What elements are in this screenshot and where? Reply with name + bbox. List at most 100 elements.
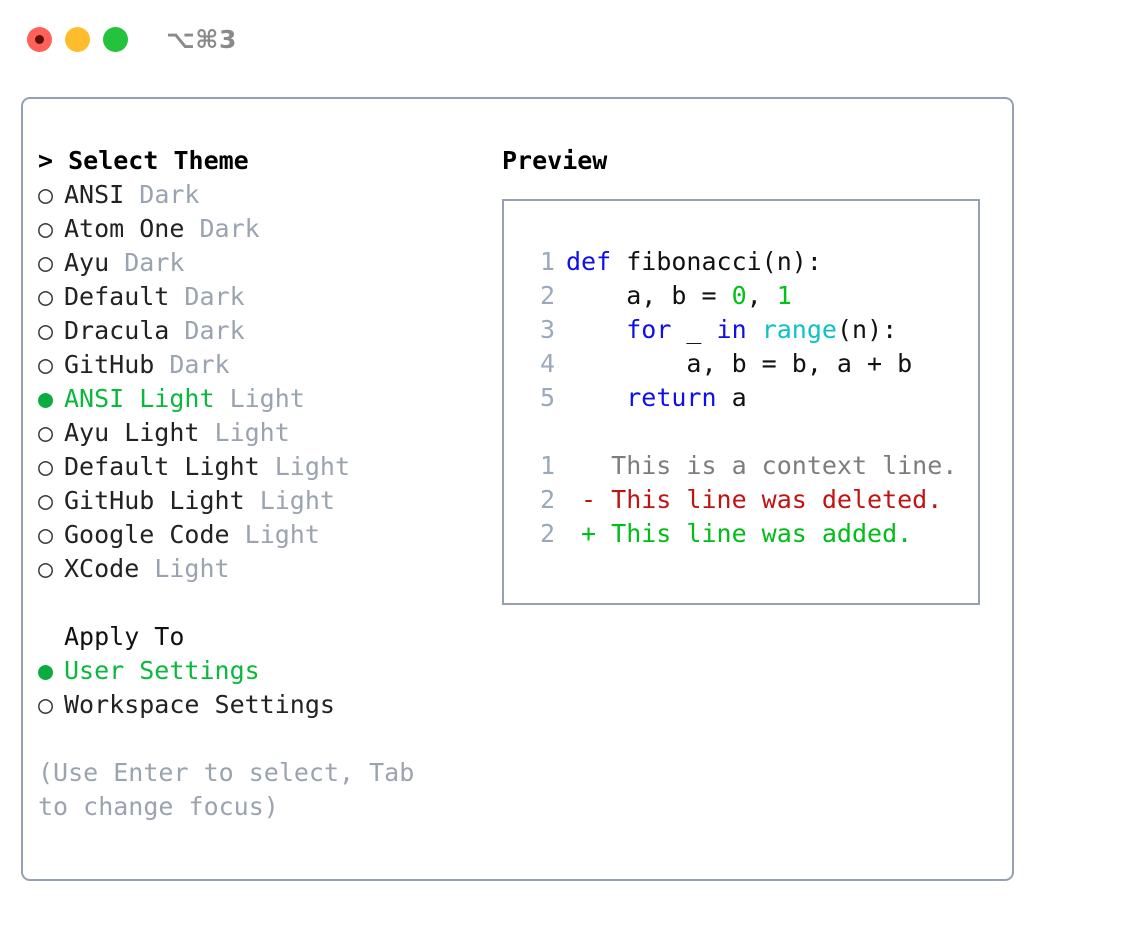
panel-body: > Select Theme ○ANSI Dark○Atom One Dark○… — [23, 99, 1012, 879]
diff-line-text: + This line was added. — [566, 519, 913, 548]
theme-name-label: Default Light — [64, 452, 260, 481]
theme-kind-label: Light — [244, 520, 320, 549]
theme-list-item[interactable]: ○ Atom One Dark — [38, 212, 488, 246]
theme-list-item[interactable]: ○ Ayu Dark — [38, 246, 488, 280]
theme-kind-label: Dark — [199, 214, 260, 243]
line-number: 4 — [539, 349, 555, 378]
radio-unselected-icon: ○ — [38, 554, 54, 583]
theme-list-item[interactable]: ○GitHub Light Light — [38, 484, 488, 518]
code-token: 0 — [731, 281, 747, 310]
apply-to-label: Workspace Settings — [64, 690, 335, 719]
titlebar: ⌥⌘3 — [0, 0, 1140, 78]
radio-unselected-icon: ○ — [38, 520, 54, 549]
traffic-light-group — [27, 26, 128, 52]
theme-name-label: Dracula — [64, 316, 170, 345]
apply-to-label: User Settings — [64, 656, 260, 685]
radio-unselected-icon: ○ — [38, 316, 54, 345]
diff-line: 2 - This line was deleted. — [504, 483, 978, 517]
code-token: a, b = b, a + b — [566, 349, 913, 378]
code-token: _ — [671, 315, 717, 344]
theme-name-label: ANSI Light — [64, 384, 215, 413]
radio-unselected-icon: ○ — [38, 418, 54, 447]
diff-sample: 1 This is a context line.2 - This line w… — [504, 449, 978, 551]
keyboard-hint-text: (Use Enter to select, Tab to change focu… — [38, 758, 430, 821]
theme-name-label: Google Code — [64, 520, 230, 549]
theme-name-label: GitHub Light — [64, 486, 245, 515]
minimize-window-button[interactable] — [65, 26, 90, 52]
main-panel: > Select Theme ○ANSI Dark○Atom One Dark○… — [21, 97, 1014, 881]
code-line: 2 a, b = 0, 1 — [504, 279, 978, 313]
code-spacer — [504, 415, 978, 449]
theme-list[interactable]: ○ ANSI Dark ○ Atom One Dark ○ Ayu Dark ○ Defaul… — [38, 178, 488, 586]
theme-list-item[interactable]: ○ Google Code Light — [38, 518, 488, 552]
theme-name-label: ANSI — [64, 180, 125, 209]
theme-kind-label: Dark — [169, 350, 230, 379]
radio-unselected-icon: ○ — [38, 248, 54, 277]
code-line: 5 return a — [504, 381, 978, 415]
line-number: 3 — [539, 315, 555, 344]
code-line: 4 a, b = b, a + b — [504, 347, 978, 381]
apply-to-block: Apply To ● User Settings ○ Workspace Settin… — [38, 620, 488, 722]
line-number: 1 — [539, 247, 555, 276]
code-token: fibonacci(n): — [626, 247, 822, 276]
apply-to-heading: Apply To — [64, 622, 185, 651]
select-theme-heading: > Select Theme — [38, 146, 249, 175]
theme-name-label: Ayu Light — [64, 418, 200, 447]
line-number: 1 — [539, 451, 555, 480]
theme-list-item[interactable]: ○Ayu Light Light — [38, 416, 488, 450]
code-token: range — [761, 315, 837, 344]
diff-line-text: - This line was deleted. — [566, 485, 943, 514]
code-token — [566, 383, 626, 412]
radio-unselected-icon: ○ — [38, 690, 54, 719]
radio-unselected-icon: ○ — [38, 486, 54, 515]
theme-kind-label: Light — [274, 452, 350, 481]
preview-heading: Preview — [502, 146, 608, 175]
theme-name-label: Atom One — [64, 214, 185, 243]
radio-unselected-icon: ○ — [38, 180, 54, 209]
theme-list-item[interactable]: ○XCode Light — [38, 552, 488, 586]
line-number: 2 — [539, 519, 555, 548]
code-token: a — [716, 383, 747, 412]
theme-name-label: Default — [64, 282, 170, 311]
keyboard-shortcut-label: ⌥⌘3 — [166, 24, 237, 54]
theme-list-item[interactable]: ○ANSI Dark — [38, 178, 488, 212]
close-window-button[interactable] — [27, 26, 52, 52]
line-number: 2 — [539, 485, 555, 514]
theme-list-item[interactable]: ○ Default Light Light — [38, 450, 488, 484]
theme-name-label: Ayu — [64, 248, 110, 277]
radio-selected-icon: ● — [38, 656, 54, 685]
code-token — [566, 315, 626, 344]
radio-unselected-icon: ○ — [38, 452, 54, 481]
code-token: (n): — [836, 315, 898, 344]
theme-list-item[interactable]: ○ Default Dark — [38, 280, 488, 314]
theme-list-item[interactable]: ●ANSI Light Light — [38, 382, 488, 416]
code-token: for — [626, 315, 672, 344]
theme-kind-label: Dark — [124, 248, 185, 277]
theme-kind-label: Light — [154, 554, 230, 583]
maximize-window-button[interactable] — [103, 26, 128, 52]
theme-list-item[interactable]: ○ Dracula Dark — [38, 314, 488, 348]
radio-unselected-icon: ○ — [38, 214, 54, 243]
apply-to-item[interactable]: ○ Workspace Settings — [38, 688, 488, 722]
theme-kind-label: Dark — [184, 316, 245, 345]
radio-unselected-icon: ○ — [38, 282, 54, 311]
apply-to-list[interactable]: ● User Settings ○ Workspace Settings — [38, 654, 488, 722]
line-number: 5 — [539, 383, 555, 412]
code-token: , — [746, 281, 777, 310]
code-line: 3 for _ in range(n): — [504, 313, 978, 347]
record-dot-icon — [35, 34, 44, 44]
code-token: a, b = — [566, 281, 732, 310]
apply-to-item[interactable]: ● User Settings — [38, 654, 488, 688]
theme-list-item[interactable]: ○GitHub Dark — [38, 348, 488, 382]
diff-line: 1 This is a context line. — [504, 449, 978, 483]
diff-line-text: This is a context line. — [566, 451, 958, 480]
radio-selected-icon: ● — [38, 384, 54, 413]
theme-name-label: GitHub — [64, 350, 155, 379]
theme-kind-label: Dark — [184, 282, 245, 311]
code-token — [747, 315, 762, 344]
